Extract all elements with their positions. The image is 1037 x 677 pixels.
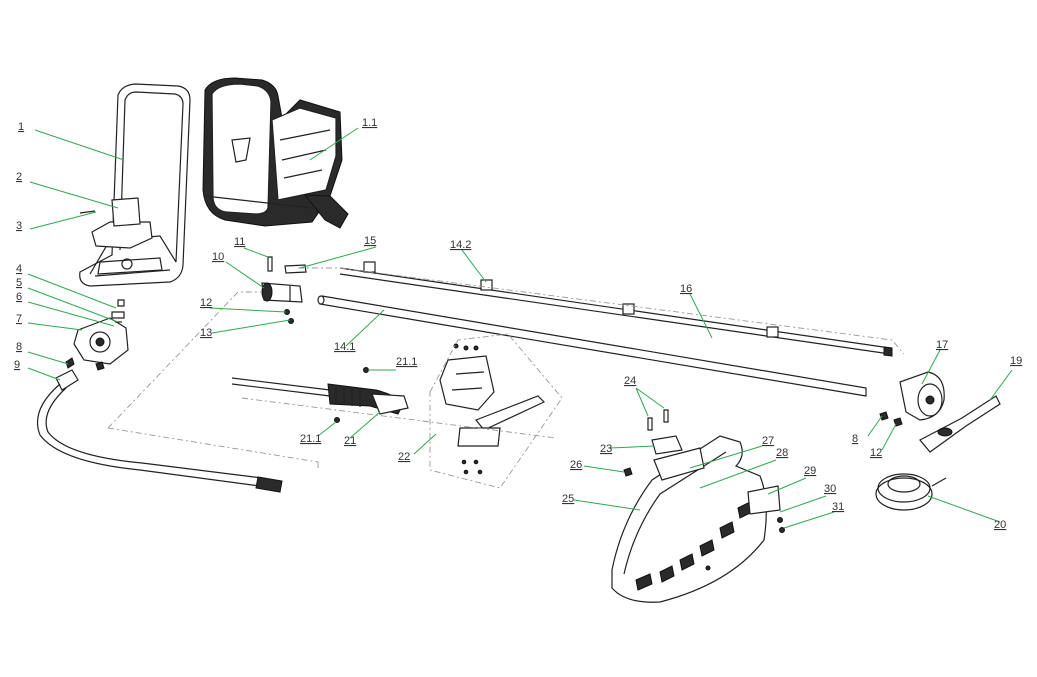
callout-27: 27 <box>762 435 774 447</box>
callout-5: 5 <box>16 277 22 289</box>
throttle-handle <box>231 367 409 423</box>
callout-23: 23 <box>600 443 612 455</box>
backpack-frame <box>79 83 191 307</box>
callout-14-2: 14.2 <box>450 239 471 251</box>
callout-9: 9 <box>14 359 20 371</box>
callout-21-1-bottom: 21.1 <box>300 433 321 445</box>
callout-25: 25 <box>562 493 574 505</box>
main-shaft-tubes <box>317 261 893 397</box>
callout-8: 8 <box>16 341 22 353</box>
callout-28: 28 <box>776 447 788 459</box>
callout-2: 2 <box>16 171 22 183</box>
callout-29: 29 <box>804 465 816 477</box>
callout-22: 22 <box>398 451 410 463</box>
handle-bracket <box>439 343 546 475</box>
engine-flange <box>65 311 129 371</box>
callout-11: 11 <box>234 236 245 248</box>
callout-26: 26 <box>570 459 582 471</box>
callout-1-1: 1.1 <box>362 117 377 129</box>
callout-19: 19 <box>1010 355 1022 367</box>
callout-6: 6 <box>16 291 22 303</box>
callout-17: 17 <box>936 339 948 351</box>
gear-head <box>879 371 945 427</box>
callout-15: 15 <box>364 235 376 247</box>
callout-13: 13 <box>200 327 212 339</box>
callout-7: 7 <box>16 313 22 325</box>
callout-3: 3 <box>16 220 22 232</box>
callout-12-right: 12 <box>870 447 882 459</box>
callout-8-right: 8 <box>852 433 858 445</box>
callout-12: 12 <box>200 297 212 309</box>
callout-4: 4 <box>16 263 22 275</box>
callout-20: 20 <box>994 519 1006 531</box>
callout-labels: 1 1.1 2 3 4 5 6 7 8 9 10 11 12 13 14.1 1… <box>14 117 1022 531</box>
callout-14-1: 14.1 <box>334 341 355 353</box>
shaft-coupling <box>261 256 307 324</box>
assembly-outlines <box>107 267 905 489</box>
callout-21: 21 <box>344 435 356 447</box>
trimmer-head <box>875 473 947 511</box>
shaft-clamp <box>623 409 683 477</box>
callout-10: 10 <box>212 251 224 263</box>
guard-assembly <box>611 435 785 603</box>
flexible-drive-cable <box>36 369 283 493</box>
callout-30: 30 <box>824 483 836 495</box>
cutting-blade <box>919 395 1001 453</box>
callout-31: 31 <box>832 501 844 513</box>
callout-16: 16 <box>680 283 692 295</box>
callout-24: 24 <box>624 375 636 387</box>
callout-21-1-top: 21.1 <box>396 356 417 368</box>
backpack-harness <box>202 77 349 229</box>
callout-1: 1 <box>18 121 24 133</box>
leader-lines <box>27 127 1013 529</box>
